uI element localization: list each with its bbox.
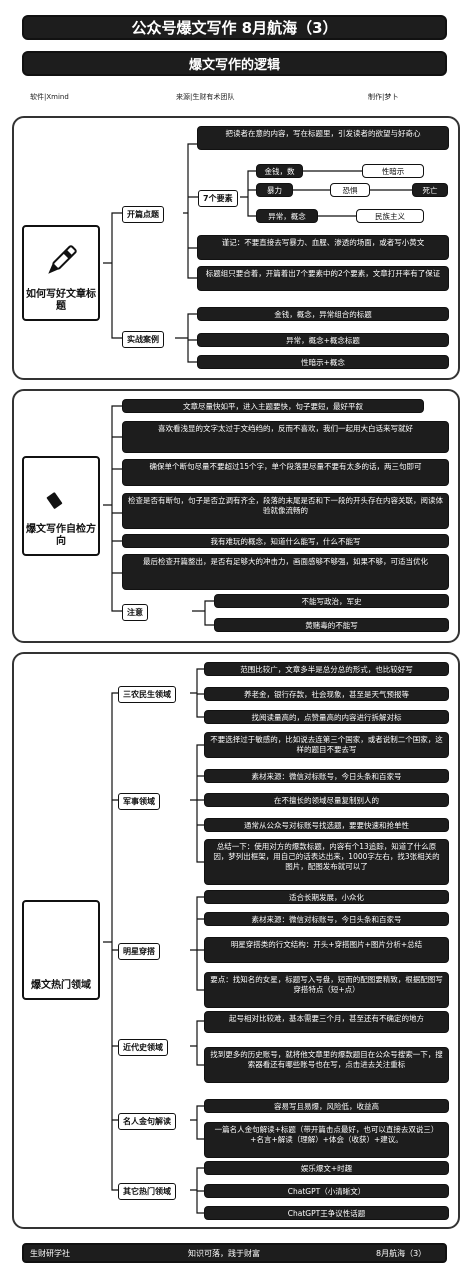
history-1: 起号相对比较难，基本需要三个月，甚至还有不确定的地方 (204, 1011, 449, 1033)
military-4: 通常从公众号对标账号找选题，要要快速和抢单性 (204, 818, 449, 832)
domain-other: 其它热门领域 (118, 1183, 176, 1200)
main-title-text: 公众号爆文写作 8月航海（3） (131, 19, 338, 37)
root-label: 爆文写作自检方向 (26, 524, 96, 547)
check-2: 喜欢看浅显的文字太过于文绉绉的，反而不喜欢，我们一起用大白话来写就好 (122, 421, 449, 453)
element-money: 金钱，数字 (256, 164, 303, 178)
leaf-intro: 把读者在意的内容，写在标题里，引发读者的欲望与好奇心 (197, 126, 449, 150)
root-label: 爆文热门领域 (31, 980, 91, 991)
other-1: 娱乐爆文+时趣 (204, 1161, 449, 1175)
branch-open: 开篇点题 (122, 206, 164, 223)
check-5: 我有难玩的概念，知道什么能写，什么不能写 (122, 534, 449, 548)
celebrity-4: 要点：找知名的女星，标题写入号盘，短而的配图要精致，根据配图写穿搭特点（短+点） (204, 972, 449, 1008)
meta-software: 软件|Xmind (30, 93, 69, 101)
history-2: 找到更多的历史账号，就将他文章里的爆款题目在公众号搜索一下，搜索器看还有哪些账号… (204, 1047, 449, 1083)
military-1: 不要选择过于敏感的，比如说去连第三个国家，或者说制二个国家，这样的题目不要去写 (204, 732, 449, 758)
footer-left: 生财研学社 (30, 1249, 70, 1258)
other-2: ChatGPT（小清晰文） (204, 1184, 449, 1198)
celebrity-1: 适合长期发展，小众化 (204, 890, 449, 904)
footer-center: 知识可落，践于财富 (188, 1249, 260, 1258)
footer-right: 8月航海（3） (376, 1249, 427, 1258)
livelihood-3: 找阅读量高的，点赞量高的内容进行拆解对标 (204, 710, 449, 724)
branch-cases: 实战案例 (122, 331, 164, 348)
element-fear: 恐惧 (330, 183, 370, 197)
attention-2: 黄赌毒的不能写 (214, 618, 449, 632)
root-label: 如何写好文章标题 (26, 289, 96, 312)
sub-title: 爆文写作的逻辑 (22, 51, 447, 76)
domain-celebrity: 明星穿搭 (118, 943, 160, 960)
root-self-check: 爆文写作自检方向 (22, 456, 100, 556)
branch-attention: 注意 (122, 604, 148, 621)
military-5: 总结一下：使用对方的爆款标题，内容有个13追踪，知道了什么原因，梦列出框架，用自… (204, 839, 449, 885)
element-death: 死亡 (412, 183, 448, 197)
leaf-note: 谨记：不要直接去写暴力、血腥、渗透的场面，或者写小黄文 (197, 235, 449, 260)
check-6: 最后检查开篇整出，是否有足够大的冲击力，画面感够不够强，如果不够，可适当优化 (122, 554, 449, 590)
celebrity-2: 素材来源：微信对标账号，今日头条和百家号 (204, 912, 449, 926)
domain-military: 军事领域 (118, 793, 160, 810)
footer: 生财研学社 知识可落，践于财富 8月航海（3） (22, 1243, 447, 1263)
leaf-combo: 标题组只要合着，开篇着出7个要素中的2个要素，文章打开率有了保证 (197, 266, 449, 291)
root-title-writing: 如何写好文章标题 (22, 225, 100, 321)
check-4: 检查是否有断句，句子是否立调有齐全，段落的末尾是否和下一段的开头存在内容关联，阅… (122, 493, 449, 529)
case-2: 异常，概念+概念标题 (197, 333, 449, 347)
case-1: 金钱，概念，异常组合的标题 (197, 307, 449, 321)
root-hot-domains: 爆文热门领域 (22, 900, 100, 1000)
main-title: 公众号爆文写作 8月航海（3） (22, 15, 447, 40)
check-3: 确保单个断句尽量不要超过15个字，单个段落里尽量不要有太多的话，两三句即可 (122, 459, 449, 486)
pen-icon (48, 245, 77, 274)
livelihood-2: 养老金，银行存款，社会现象，甚至是天气预报等 (204, 687, 449, 701)
attention-1: 不能写政治，军史 (214, 594, 449, 608)
quotes-2: 一篇名人金句解读+标题（带开篇击点最好，也可以直接去双说三）+名言+解读（理解）… (204, 1122, 449, 1158)
livelihood-1: 范围比较广，文章多半是总分总的形式，也比较好写 (204, 662, 449, 676)
meta-author: 制作|梦卜 (368, 93, 399, 101)
case-3: 性暗示+概念 (197, 355, 449, 369)
military-2: 素材来源：微信对标账号，今日头条和百家号 (204, 769, 449, 783)
element-violence: 暴力 (256, 183, 293, 197)
element-hint: 性暗示 (362, 164, 424, 178)
domain-livelihood: 三农民生领域 (118, 686, 176, 703)
check-1: 文章尽量快如平，进入主题要快，句子要短，最好平叙 (122, 399, 424, 413)
element-nation: 民族主义 (356, 209, 424, 223)
military-3: 在不擅长的领域尽量复制别人的 (204, 793, 449, 807)
domain-history: 近代史领域 (118, 1039, 168, 1056)
quotes-1: 容易写且易爆，风险低，收益高 (204, 1099, 449, 1113)
meta-team: 来源|生财有术团队 (176, 93, 235, 101)
lightbulb-icon (46, 932, 76, 969)
domain-quotes: 名人金句解读 (118, 1113, 176, 1130)
other-3: ChatGPT王争议性话题 (204, 1206, 449, 1220)
celebrity-3: 明星穿搭类的行文结构：开头+穿搭图片+图片分析+总结 (204, 937, 449, 963)
seven-elements: 7个要素 (198, 190, 238, 207)
element-alien: 异常，概念 (256, 209, 318, 223)
sub-title-text: 爆文写作的逻辑 (188, 58, 280, 73)
eraser-icon (44, 481, 77, 513)
